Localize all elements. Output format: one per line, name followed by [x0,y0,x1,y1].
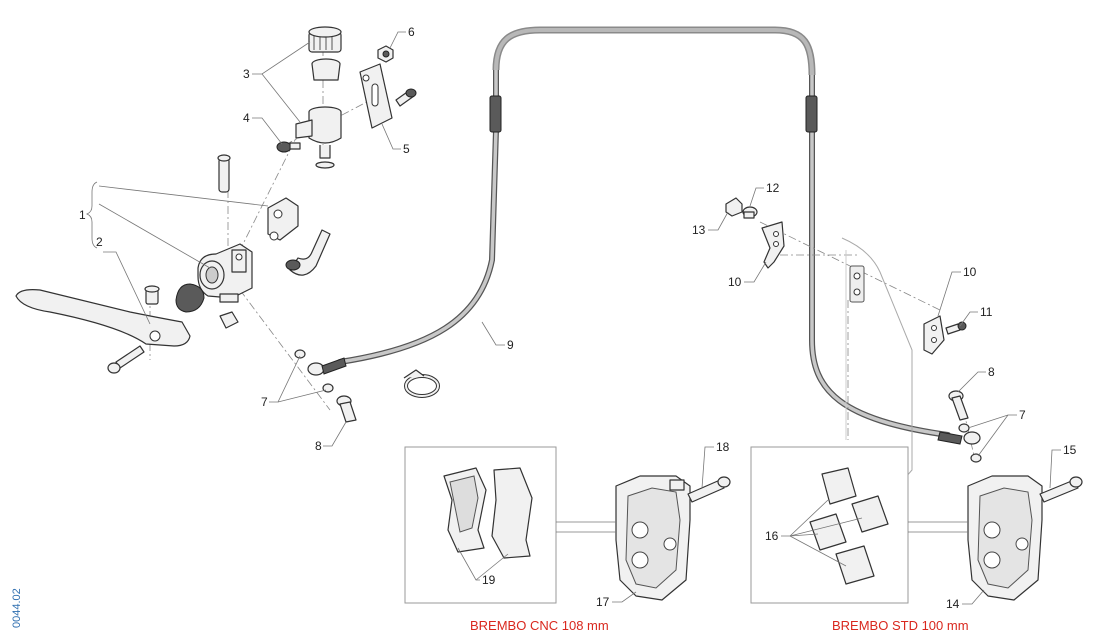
adjuster-screw [107,345,145,374]
reservoir-diaphragm [311,58,341,81]
cap-nut-13 [725,197,743,217]
master-cylinder-body [197,243,253,303]
banjo-left [294,349,347,393]
callout-16: 16 [765,529,779,543]
callout-7-right: 7 [1019,408,1026,422]
callout-labels: 1 2 3 4 5 6 7 7 8 8 9 10 10 11 12 13 14 … [79,25,1077,611]
brake-lever [15,289,191,347]
callout-11: 11 [980,305,993,319]
banjo-right [937,423,982,463]
reservoir-hose [285,229,331,276]
screw-4 [276,141,301,153]
pads-box-cnc [404,446,557,604]
banjo-bolt-left [336,395,357,423]
callout-9: 9 [507,338,514,352]
callout-18: 18 [716,440,730,454]
caliper-cnc [615,475,691,601]
callout-12: 12 [766,181,780,195]
pivot-pin [217,154,231,193]
reservoir-bracket [359,63,393,129]
bracket-screw [395,88,417,107]
caption-brembo-cnc: BREMBO CNC 108 mm [470,618,609,633]
callout-8-left: 8 [315,439,322,453]
callout-1: 1 [79,208,86,222]
leader-lines [85,31,1061,605]
assembly-lines [149,48,976,461]
callout-19: 19 [482,573,496,587]
caliper-bolt-cnc [687,476,731,503]
hose-clip [403,369,440,398]
callout-13: 13 [692,223,706,237]
callout-17: 17 [596,595,610,609]
fluid-reservoir [295,106,342,169]
brake-pads-std [809,467,889,585]
switch-clip [219,311,239,329]
dust-boot [175,283,205,313]
callout-10-top: 10 [963,265,977,279]
mirror-clamp [267,197,299,241]
screw-11 [945,321,967,335]
callout-14: 14 [946,597,960,611]
cap-nut-12 [742,206,758,219]
hose-guide-bracket [761,221,785,269]
drawing-code: 0044.02 [11,588,23,628]
nut-6 [377,45,394,63]
callout-3: 3 [243,67,250,81]
callout-8-right: 8 [988,365,995,379]
callout-4: 4 [243,111,250,125]
hose-sleeve-right [805,95,818,133]
reservatoir-cap [308,26,342,53]
callout-2: 2 [96,235,103,249]
callout-7-left: 7 [261,395,268,409]
lever-pivot-bolt [144,285,160,305]
callout-6: 6 [408,25,415,39]
fork-leg-outline [841,237,913,479]
caption-brembo-std: BREMBO STD 100 mm [832,618,969,633]
hose-sleeve-left [489,95,502,133]
brake-hose [337,26,951,438]
brake-pads-cnc [443,467,533,559]
caliper-bolt-std [1039,476,1083,503]
hose-guide-bracket-fitted [923,315,945,355]
callout-5: 5 [403,142,410,156]
caliper-std [967,475,1043,601]
callout-10-left: 10 [728,275,742,289]
callout-15: 15 [1063,443,1077,457]
banjo-bolt-right [948,390,969,421]
